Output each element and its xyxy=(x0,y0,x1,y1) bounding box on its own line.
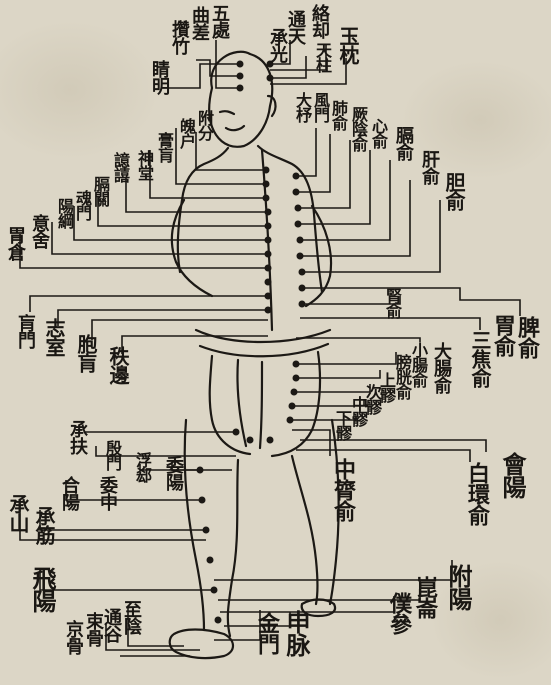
label-dachangshu: 大腸俞 xyxy=(432,342,450,393)
label-jingming: 睛明 xyxy=(150,60,168,94)
label-shenmai: 申脉 xyxy=(284,610,308,656)
label-danshu: 胆俞 xyxy=(444,172,464,210)
label-baihuanshu: 白環俞 xyxy=(466,462,488,525)
label-fuyang: 附陽 xyxy=(446,564,470,610)
label-huiyang: 會陽 xyxy=(500,452,524,498)
label-xiaochangshu: 小腸俞 xyxy=(410,342,426,387)
label-heyang: 合陽 xyxy=(60,476,78,510)
label-gaohuang: 膏肓 xyxy=(156,132,172,162)
label-yixi: 譩譆 xyxy=(112,152,128,182)
label-yanggang: 陽綱 xyxy=(56,198,72,228)
label-jinggu: 京骨 xyxy=(64,620,82,654)
label-chengshan: 承山 xyxy=(8,494,28,532)
label-hunmen: 魂門 xyxy=(74,190,90,220)
label-chengjin: 承筋 xyxy=(34,506,54,544)
label-weiyang: 委陽 xyxy=(164,456,182,490)
label-zhibian: 秩邊 xyxy=(108,346,128,384)
label-geguan: 膈關 xyxy=(92,176,108,206)
label-xinshu: 心俞 xyxy=(370,118,386,148)
label-weicang: 胃倉 xyxy=(6,226,24,260)
label-yinmen: 殷門 xyxy=(104,440,120,470)
label-tongtian: 通天 xyxy=(286,10,304,44)
label-zhiyin: 至陰 xyxy=(122,600,140,634)
label-zhishi: 志室 xyxy=(44,318,64,356)
label-tianzhu: 天柱 xyxy=(314,42,330,72)
label-weishu: 胃俞 xyxy=(492,314,514,356)
label-shenshu: 腎俞 xyxy=(384,288,400,318)
label-fuxi: 浮郄 xyxy=(134,452,150,482)
label-geshu: 膈俞 xyxy=(394,126,412,160)
label-chengfu: 承扶 xyxy=(68,420,86,454)
label-pucan: 僕參 xyxy=(388,592,410,634)
label-dazhu: 大杼 xyxy=(294,92,310,122)
label-quchai: 曲差 xyxy=(190,6,208,40)
label-tonggu: 通谷 xyxy=(102,608,120,642)
label-huangmen: 肓門 xyxy=(16,314,34,348)
label-pohu: 魄户 xyxy=(178,118,194,148)
label-jueyinshu: 厥陰俞 xyxy=(350,106,366,151)
label-shugu: 束骨 xyxy=(84,612,102,646)
label-shentang: 神堂 xyxy=(136,150,152,180)
label-ganshu: 肝俞 xyxy=(420,150,438,184)
label-feiyang: 飛陽 xyxy=(30,566,54,612)
label-pishu: 脾俞 xyxy=(516,316,538,358)
label-weizhong: 委中 xyxy=(98,476,116,510)
label-jinmen: 金門 xyxy=(256,612,278,654)
label-xialiao: 下髎 xyxy=(334,410,350,440)
label-wuchu: 五處 xyxy=(210,4,228,38)
label-fufen: 附分 xyxy=(196,110,212,140)
label-feishu: 肺俞 xyxy=(330,100,346,130)
label-yishe: 意舍 xyxy=(30,214,48,248)
label-luoque: 絡却 xyxy=(310,4,328,38)
label-fengmen: 風門 xyxy=(312,92,328,122)
label-sanjiaoshu: 三焦俞 xyxy=(470,330,490,387)
label-baohuang: 胞肓 xyxy=(76,334,96,372)
label-yuzhen: 玉枕 xyxy=(338,26,358,64)
label-zhongliao: 中髎 xyxy=(350,396,366,426)
label-zanzhu: 攢竹 xyxy=(170,20,188,54)
label-chengguang: 承光 xyxy=(268,28,286,62)
label-zhonglushu: 中膂俞 xyxy=(332,458,354,521)
label-pangguangshu: 膀胱俞 xyxy=(394,354,410,399)
label-kunlun: 崑崙 xyxy=(414,576,436,618)
